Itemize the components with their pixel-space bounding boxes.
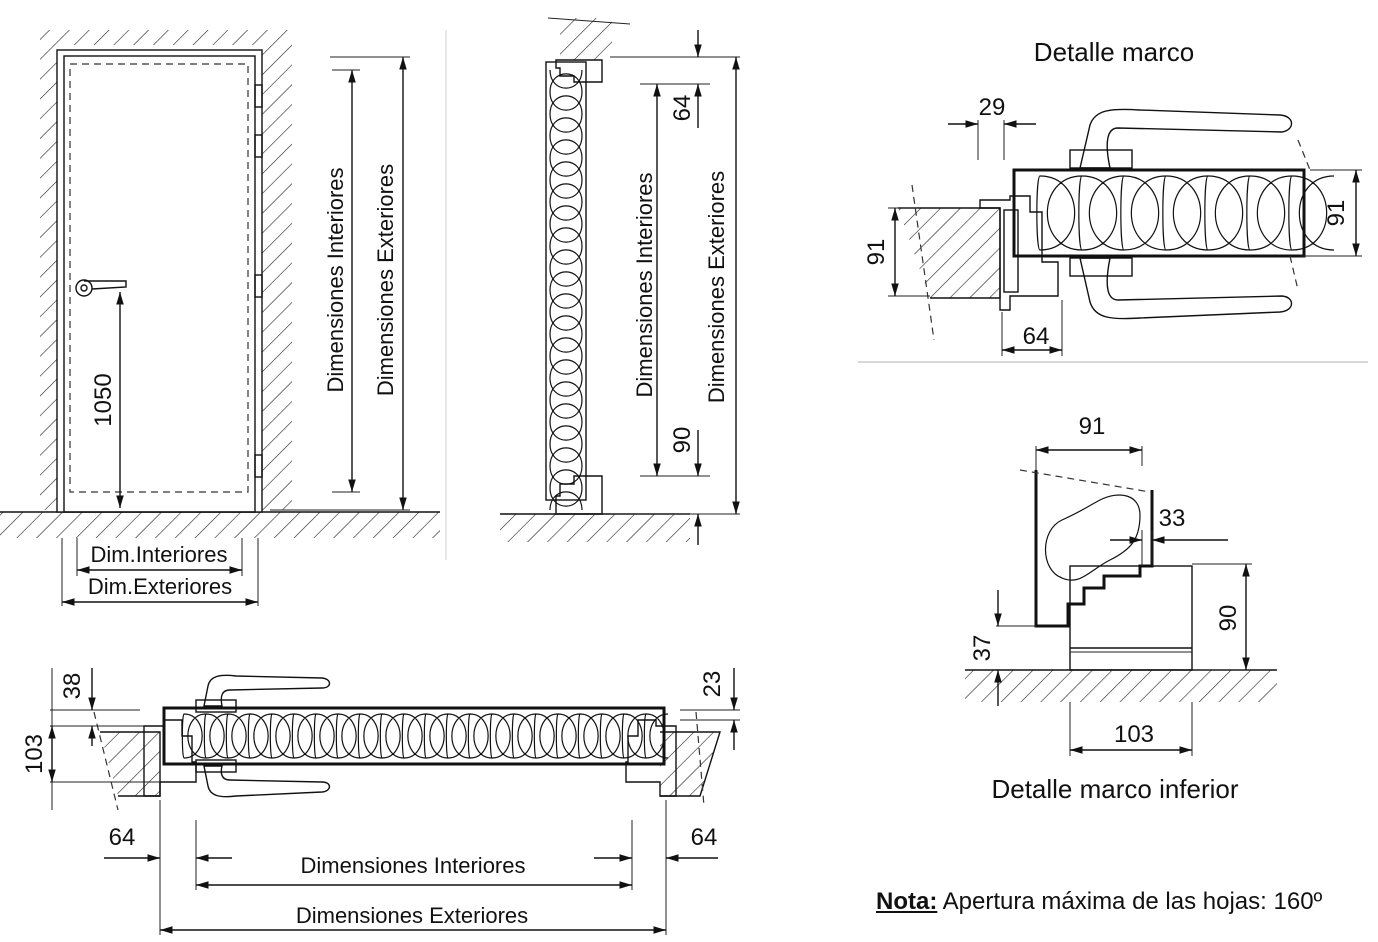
bottom-threshold bbox=[1069, 565, 1193, 671]
dim-plan-64-right: 64 bbox=[691, 824, 718, 851]
dim-plan-64-left: 64 bbox=[109, 824, 136, 851]
label-dimensiones-interiores-plan: Dimensiones Interiores bbox=[301, 853, 526, 878]
top-frame-profile bbox=[555, 59, 603, 83]
wall-hatch-top bbox=[60, 30, 262, 45]
dim-frame-91-right: 91 bbox=[1323, 200, 1350, 227]
plan-wall-hatch-right bbox=[660, 732, 720, 796]
dim-frame-29: 29 bbox=[979, 94, 1006, 121]
frame-profile bbox=[979, 195, 1059, 311]
note-label: Nota: bbox=[876, 888, 938, 915]
dim-frame-91-left: 91 bbox=[863, 239, 890, 266]
hinge-bottom bbox=[254, 454, 263, 478]
wall-hatch-right bbox=[262, 30, 292, 510]
door-leaf-section bbox=[545, 61, 587, 501]
floor-hatch-bottom-detail bbox=[965, 670, 1277, 702]
hinge-middle bbox=[254, 274, 263, 298]
label-dimensiones-exteriores-plan: Dimensiones Exteriores bbox=[296, 903, 528, 928]
label-dimensiones-exteriores-section: Dimensiones Exteriores bbox=[704, 171, 729, 403]
plan-frame-right bbox=[625, 719, 677, 797]
floor-hatch-section bbox=[500, 514, 690, 542]
bottom-leaf-outline bbox=[1034, 470, 1154, 628]
lintel-hatch bbox=[560, 18, 612, 60]
frame-detail: Detalle marco 29 91 91 bbox=[863, 37, 1362, 356]
door-handle-icon bbox=[75, 279, 127, 297]
title-detalle-marco-inferior: Detalle marco inferior bbox=[991, 774, 1238, 804]
dim-frame-64: 64 bbox=[1023, 323, 1050, 350]
floor-hatch-front bbox=[0, 512, 440, 538]
hinge-upper bbox=[254, 134, 263, 158]
bottom-frame-profile bbox=[555, 475, 603, 515]
plan-handle-top-icon bbox=[203, 674, 331, 707]
front-elevation: 1050 Dimensiones Interiores Dimensiones … bbox=[0, 30, 440, 606]
dim-bottom-33: 33 bbox=[1159, 505, 1186, 532]
inner-dimensions-dashed bbox=[69, 63, 249, 493]
insulation-pattern-vertical bbox=[549, 69, 583, 511]
bottom-frame-detail: 91 33 90 37 103 Detalle marco inferior bbox=[965, 413, 1277, 804]
label-dimensiones-interiores-vertical: Dimensiones Interiores bbox=[323, 168, 348, 393]
frame-wall-hatch bbox=[898, 208, 1000, 298]
frame-handle-bottom-icon bbox=[1079, 257, 1293, 320]
dim-bottom-103: 103 bbox=[1114, 721, 1154, 748]
hinge-top bbox=[254, 84, 263, 108]
label-dim-interiores: Dim.Interiores bbox=[91, 542, 228, 567]
insulation-pattern-plan bbox=[181, 713, 669, 759]
dim-bottom-37: 37 bbox=[969, 635, 996, 662]
dim-plan-38: 38 bbox=[59, 673, 86, 700]
plan-frame-left bbox=[143, 719, 197, 797]
label-dimensiones-interiores-section: Dimensiones Interiores bbox=[632, 173, 657, 398]
frame-handle-top-icon bbox=[1079, 108, 1293, 169]
dim-plan-103: 103 bbox=[21, 734, 48, 774]
note: Nota: Apertura máxima de las hojas: 160º bbox=[876, 888, 1322, 916]
frame-detail-leaf bbox=[1012, 168, 1306, 258]
wall-hatch-left bbox=[40, 30, 60, 510]
dim-section-bottom: 90 bbox=[669, 427, 696, 454]
dim-bottom-90: 90 bbox=[1215, 605, 1242, 632]
plan-wall-hatch-left bbox=[100, 732, 160, 796]
insulation-pattern-frame bbox=[1036, 175, 1335, 251]
title-detalle-marco: Detalle marco bbox=[1034, 37, 1194, 67]
vertical-section: 64 90 Dimensiones Interiores Dimensiones… bbox=[500, 17, 740, 545]
dim-handle-height: 1050 bbox=[90, 373, 117, 426]
label-dimensiones-exteriores-vertical: Dimensiones Exteriores bbox=[373, 164, 398, 396]
plan-section: 38 103 23 64 64 Dimensiones Interiores D… bbox=[21, 668, 740, 935]
label-dim-exteriores: Dim.Exteriores bbox=[88, 574, 232, 599]
dim-bottom-91: 91 bbox=[1079, 413, 1106, 440]
plan-handle-bottom-icon bbox=[203, 765, 331, 798]
dim-plan-23: 23 bbox=[699, 671, 726, 698]
note-text: Apertura máxima de las hojas: 160º bbox=[937, 888, 1323, 915]
dim-section-top: 64 bbox=[669, 95, 696, 122]
